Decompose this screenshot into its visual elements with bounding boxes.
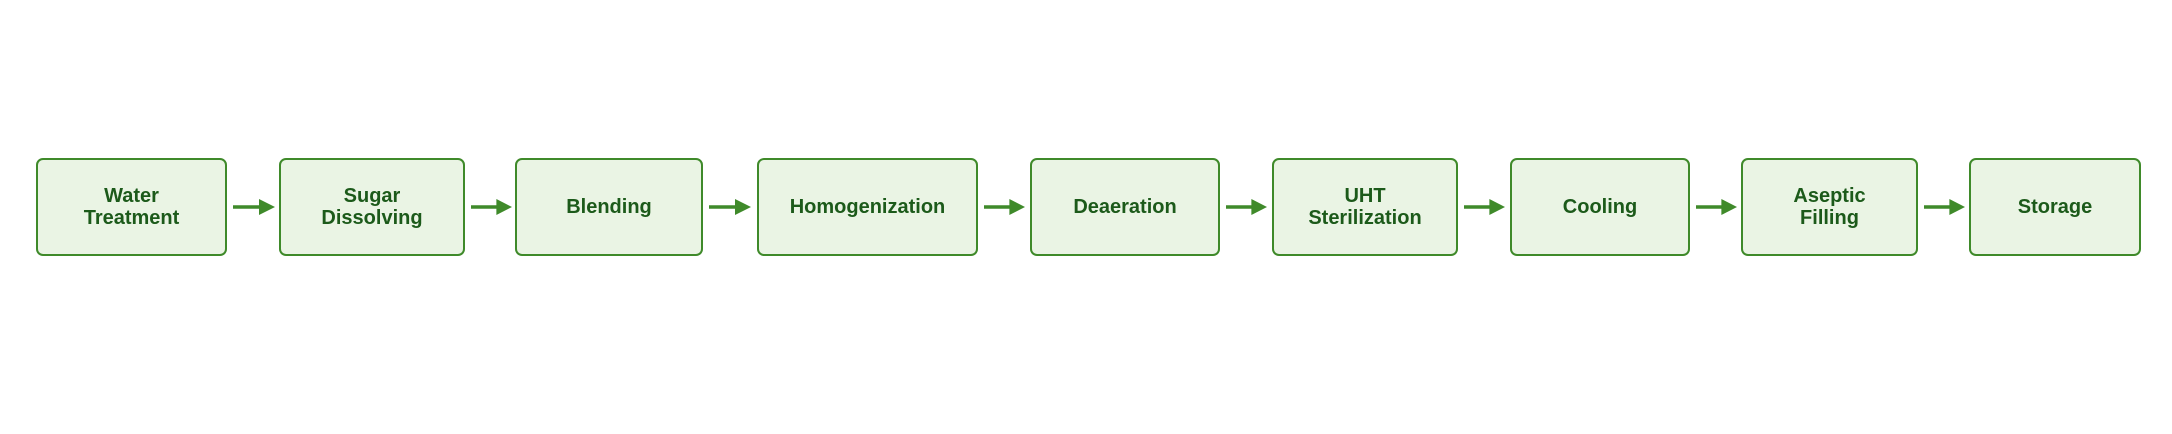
arrow-right [984,195,1025,219]
step-label: UHT Sterilization [1308,185,1422,229]
arrow-right [1464,195,1505,219]
arrow-right [471,195,512,219]
step-blending: Blending [515,158,703,256]
step-storage: Storage [1969,158,2141,256]
arrow-right [1924,195,1965,219]
step-label: Aseptic Filling [1793,185,1866,229]
step-label: Sugar Dissolving [321,185,423,229]
step-label: Water Treatment [83,185,180,229]
step-sugar-dissolving: Sugar Dissolving [279,158,465,256]
step-label: Deaeration [1073,196,1177,218]
step-label: Homogenization [789,196,946,218]
arrow-right [233,195,275,219]
arrow-right [1226,195,1267,219]
step-uht-sterilization: UHT Sterilization [1272,158,1458,256]
step-label: Blending [566,196,652,218]
step-label: Cooling [1562,196,1638,218]
step-water-treatment: Water Treatment [36,158,227,256]
step-cooling: Cooling [1510,158,1690,256]
step-deaeration: Deaeration [1030,158,1220,256]
step-label: Storage [2017,196,2093,218]
step-homogenization: Homogenization [757,158,978,256]
step-aseptic-filling: Aseptic Filling [1741,158,1918,256]
arrow-right [1696,195,1737,219]
arrow-right [709,195,751,219]
